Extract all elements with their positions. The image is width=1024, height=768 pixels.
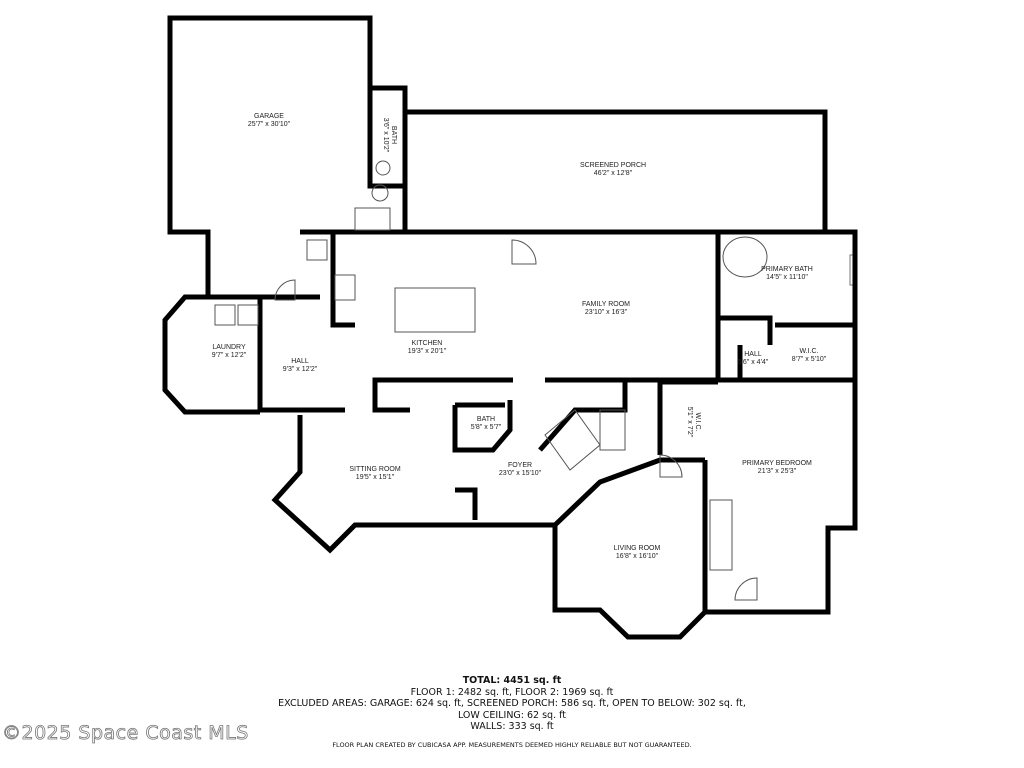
room-dims: 23'0" x 15'10" [499,470,542,477]
windows [167,15,855,640]
room-dims: 23'10" x 16'3" [585,309,628,316]
room-name: BATH [477,416,495,423]
room-name: GARAGE [254,113,284,120]
watermark: ©2025 Space Coast MLS [2,722,249,745]
room-labels: GARAGE 25'7" x 30'10" BATH 3'6" x 10'2" … [212,113,827,560]
room-name: SITTING ROOM [349,466,401,473]
room-dims: 9'7" x 12'2" [212,352,247,359]
credit-note: FLOOR PLAN CREATED BY CUBICASA APP. MEAS… [332,741,692,749]
room-name: HALL [291,358,309,365]
room-name: LAUNDRY [212,344,246,351]
room-name: PRIMARY BATH [761,266,813,273]
room-dims: 19'3" x 20'1" [408,348,447,355]
room-name: PRIMARY BEDROOM [742,460,812,467]
room-name: W.I.C. [694,412,701,431]
room-dims: 5'6" x 4'4" [738,359,769,366]
room-dims: 14'5" x 11'10" [766,274,808,281]
room-name: BATH [390,126,397,144]
walls [162,15,858,640]
room-dims: 21'3" x 25'3" [758,468,797,475]
room-dims: 9'3" x 12'2" [283,366,318,373]
floor-areas: FLOOR 1: 2482 sq. ft, FLOOR 2: 1969 sq. … [410,686,614,698]
area-summary: TOTAL: 4451 sq. ft FLOOR 1: 2482 sq. ft,… [0,675,1024,733]
room-dims: 46'2" x 12'8" [594,170,633,177]
room-name: FAMILY ROOM [582,301,630,308]
fixtures [214,160,768,601]
low-ceiling-area: LOW CEILING: 62 sq. ft [457,709,567,721]
room-name: HALL [744,351,762,358]
total-area: TOTAL: 4451 sq. ft [462,675,562,686]
room-name: KITCHEN [412,340,443,347]
room-dims: 5'1" x 7'2" [686,407,693,438]
room-dims: 19'5" x 15'1" [356,474,395,481]
room-name: SCREENED PORCH [580,162,646,169]
room-name: FOYER [508,462,532,469]
room-name: W.I.C. [799,348,818,355]
room-dims: 16'8" x 16'10" [616,553,659,560]
room-dims: 3'6" x 10'2" [382,118,389,153]
room-dims: 5'8" x 5'7" [471,424,502,431]
walls-area: WALLS: 333 sq. ft [470,721,554,733]
excluded-areas: EXCLUDED AREAS: GARAGE: 624 sq. ft, SCRE… [278,698,746,710]
room-dims: 8'7" x 5'10" [792,356,827,363]
room-dims: 25'7" x 30'10" [248,121,291,128]
room-name: LIVING ROOM [614,545,661,552]
